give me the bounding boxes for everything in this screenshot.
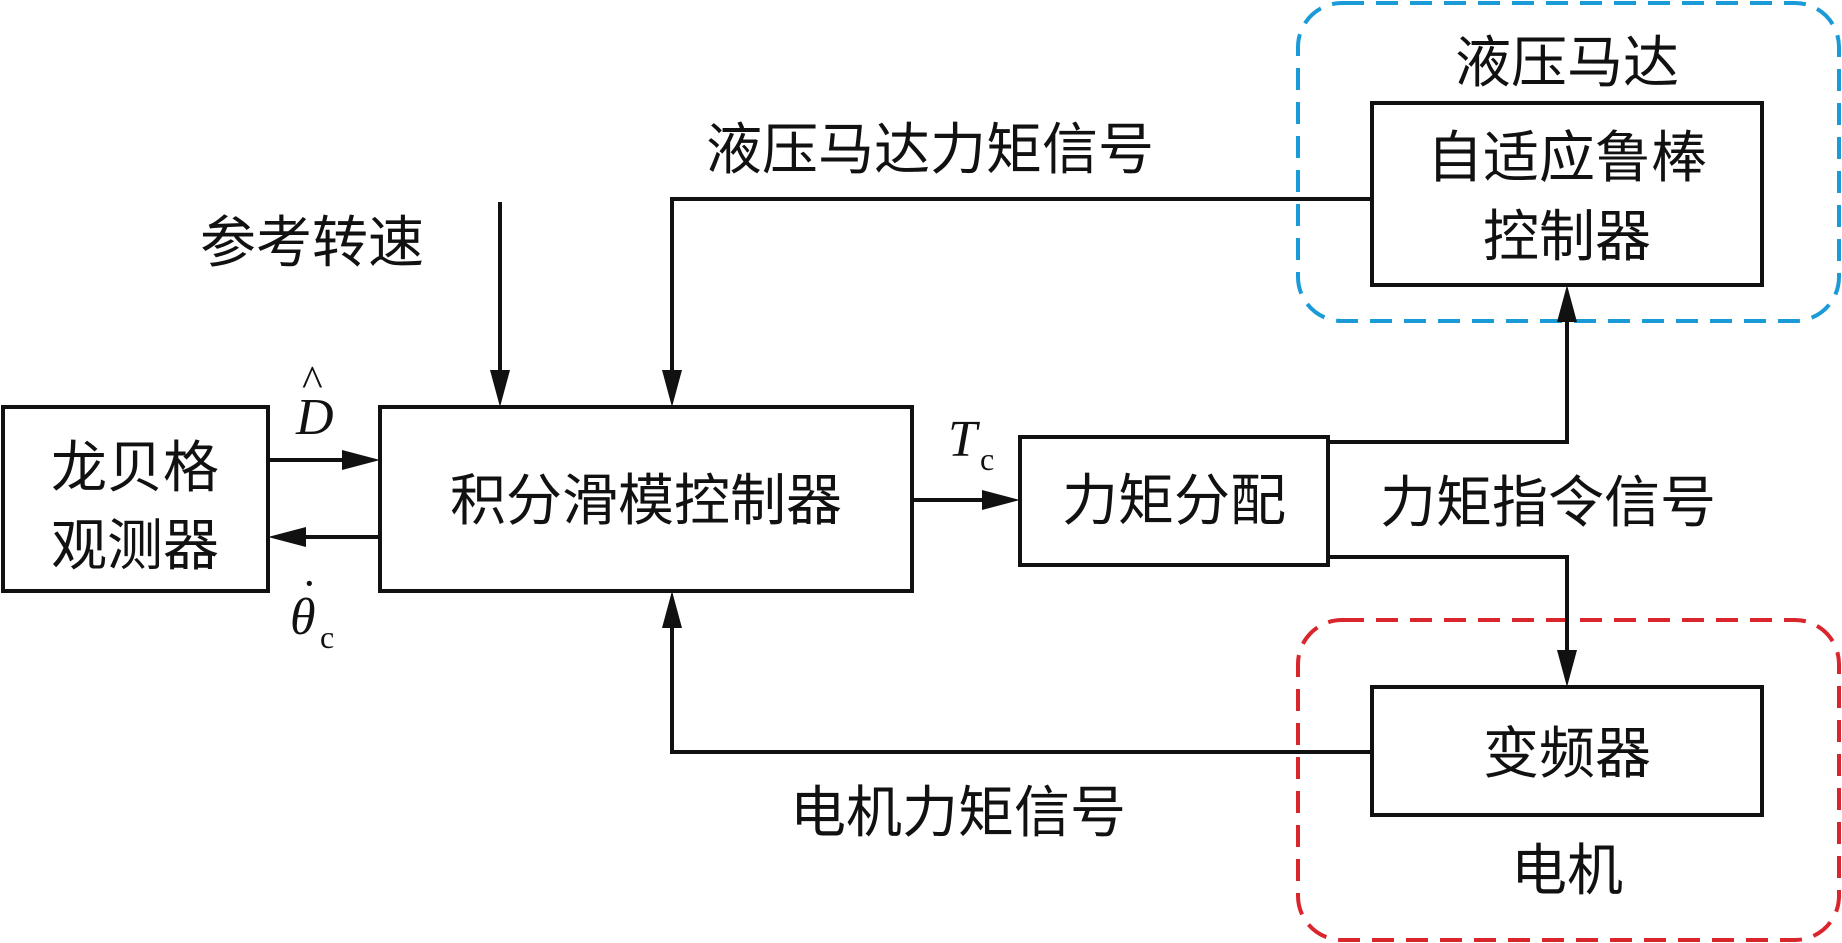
torque-split-label: 力矩分配 xyxy=(1062,469,1286,534)
observer-label-line1: 龙贝格 xyxy=(51,436,219,501)
electric-motor-group-label: 电机 xyxy=(1511,839,1623,904)
hydraulic-torque-feedback-arrowhead xyxy=(662,370,682,407)
torque-command-subscript: c xyxy=(980,441,994,477)
torque-command-symbol: T xyxy=(948,411,980,468)
reference-speed-arrowhead xyxy=(490,370,510,407)
speed-feedback-arrowhead xyxy=(268,527,306,547)
adaptive-robust-controller-block xyxy=(1370,101,1764,287)
observer-block xyxy=(1,405,270,593)
disturbance-estimate-arrowhead xyxy=(342,450,380,470)
hydraulic-command-arrowhead xyxy=(1557,285,1577,322)
speed-feedback-subscript: c xyxy=(320,619,334,655)
torque-command-signal-label: 力矩指令信号 xyxy=(1380,471,1716,536)
hydraulic-command-wire xyxy=(1328,315,1569,444)
hydraulic-torque-signal-label: 液压马达力矩信号 xyxy=(706,118,1154,183)
adaptive-robust-controller-label-line2: 控制器 xyxy=(1483,205,1651,270)
sliding-mode-controller-block xyxy=(378,405,914,593)
speed-feedback-dot: · xyxy=(302,559,317,608)
inverter-label: 变频器 xyxy=(1483,722,1651,787)
motor-command-arrowhead xyxy=(1557,650,1577,687)
disturbance-estimate-hat: ^ xyxy=(302,357,323,406)
adaptive-robust-controller-label-line1: 自适应鲁棒 xyxy=(1427,126,1707,191)
disturbance-estimate-symbol: D xyxy=(295,389,334,446)
motor-torque-feedback-arrowhead xyxy=(662,591,682,628)
sliding-mode-controller-label: 积分滑模控制器 xyxy=(450,469,842,534)
inverter-block xyxy=(1370,685,1764,817)
motor-torque-signal-label: 电机力矩信号 xyxy=(790,781,1126,846)
hydraulic-torque-feedback-wire xyxy=(670,197,1372,377)
speed-feedback-symbol: θ xyxy=(290,589,316,646)
hydraulic-motor-group-label: 液压马达 xyxy=(1455,31,1679,96)
motor-command-wire xyxy=(1328,555,1569,657)
motor-torque-feedback-wire xyxy=(670,621,1372,754)
reference-speed-label: 参考转速 xyxy=(200,211,424,276)
torque-split-block xyxy=(1018,435,1330,567)
torque-command-arrowhead xyxy=(982,490,1020,510)
observer-label-line2: 观测器 xyxy=(51,514,219,579)
